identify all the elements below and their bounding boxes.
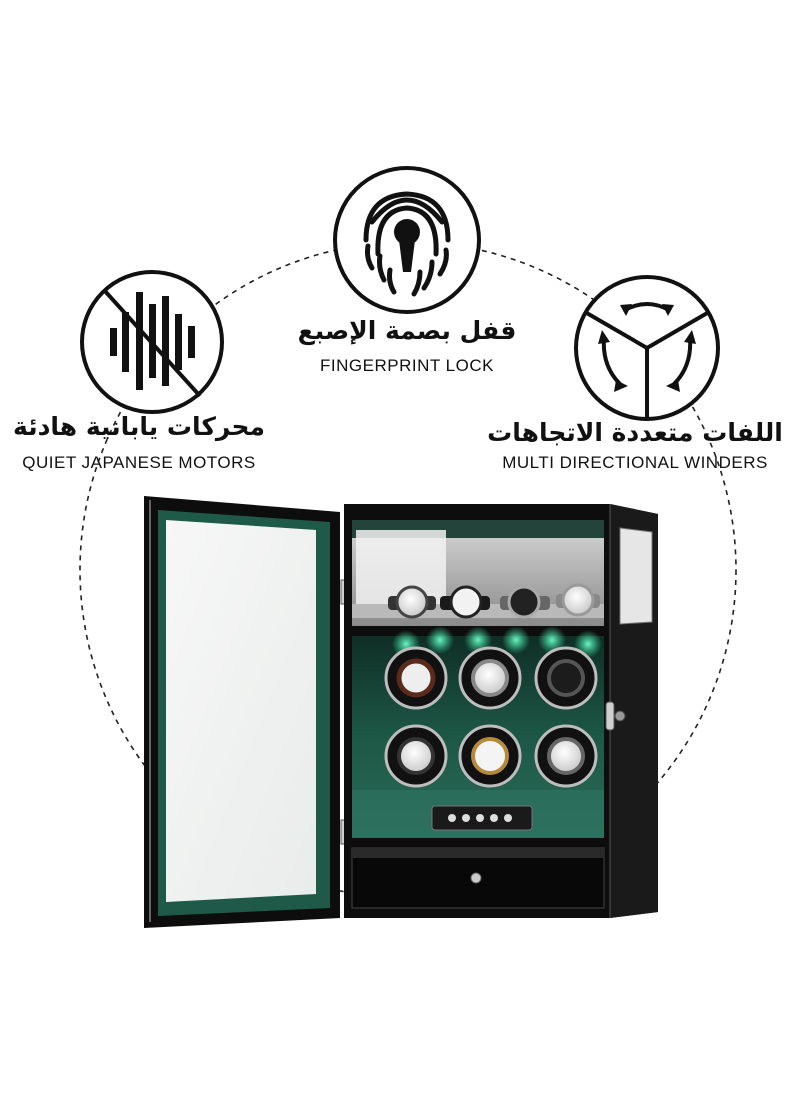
fingerprint-label-ar: قفل بصمة الإصبع — [297, 316, 517, 345]
watch-winder-cabinet — [144, 496, 658, 928]
open-glass-door — [144, 496, 340, 928]
fingerprint-label-en: FINGERPRINT LOCK — [320, 356, 494, 375]
touch-control-panel[interactable] — [431, 805, 533, 831]
display-watches-top — [388, 583, 600, 619]
sound-wave-muted-icon — [80, 270, 224, 414]
winder-row-1 — [384, 646, 598, 710]
fingerprint-sensor[interactable] — [605, 701, 615, 731]
winders-label-ar: اللفات متعددة الاتجاهات — [487, 418, 783, 447]
dashed-orbit-ring — [79, 241, 737, 899]
motors-label-ar: محركات يابانية هادئة — [13, 412, 265, 441]
fingerprint-keyhole-icon — [333, 166, 481, 314]
storage-drawer[interactable] — [351, 847, 605, 909]
winders-label-en: MULTI DIRECTIONAL WINDERS — [502, 453, 768, 472]
winder-row-2 — [384, 724, 598, 788]
motors-label-en: QUIET JAPANESE MOTORS — [22, 453, 256, 472]
rotation-arrows-icon — [574, 275, 720, 421]
